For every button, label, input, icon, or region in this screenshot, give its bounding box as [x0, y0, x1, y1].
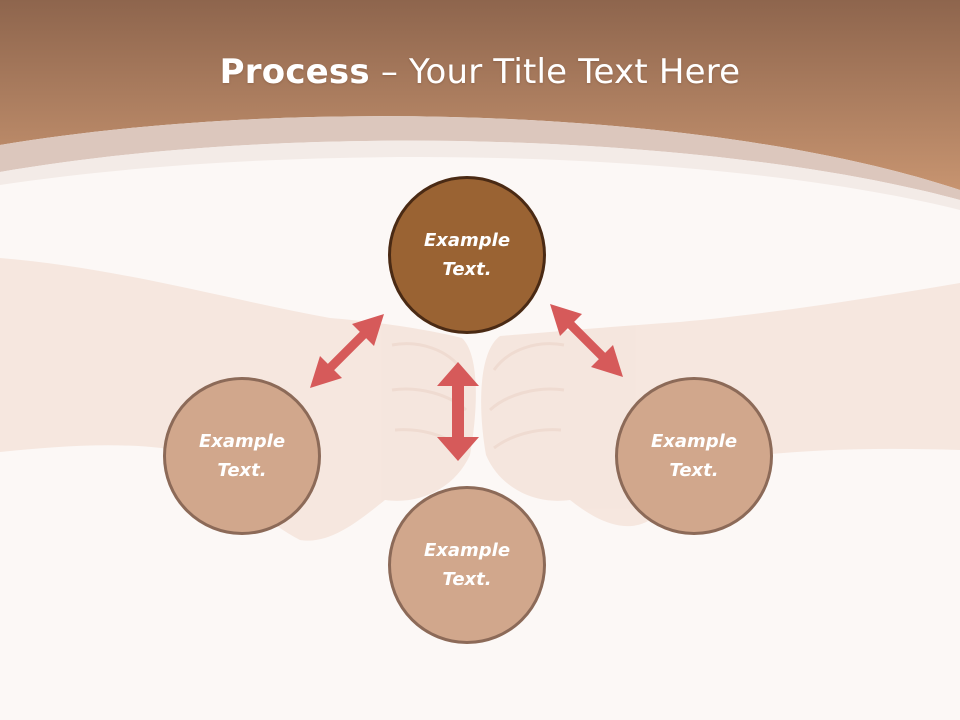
node-right-line2: Text.	[669, 460, 719, 481]
slide-title: Process – Your Title Text Here	[0, 52, 960, 92]
node-bottom-line2: Text.	[442, 569, 492, 590]
arrow-vertical	[437, 362, 479, 461]
node-top-line2: Text.	[442, 259, 492, 280]
node-left-line2: Text.	[217, 460, 267, 481]
node-left-line1: Example	[198, 431, 286, 452]
process-node-bottom: Example Text.	[388, 486, 546, 644]
arrow-top-left	[310, 314, 384, 388]
title-bold: Process	[219, 52, 370, 92]
process-node-right: Example Text.	[615, 377, 773, 535]
arrow-top-right	[550, 304, 623, 377]
process-node-left: Example Text.	[163, 377, 321, 535]
title-dash: –	[369, 52, 410, 92]
node-right-line1: Example	[650, 431, 738, 452]
node-top-line1: Example	[423, 230, 511, 251]
title-rest: Your Title Text Here	[409, 52, 741, 92]
process-node-top: Example Text.	[388, 176, 546, 334]
node-bottom-line1: Example	[423, 540, 511, 561]
